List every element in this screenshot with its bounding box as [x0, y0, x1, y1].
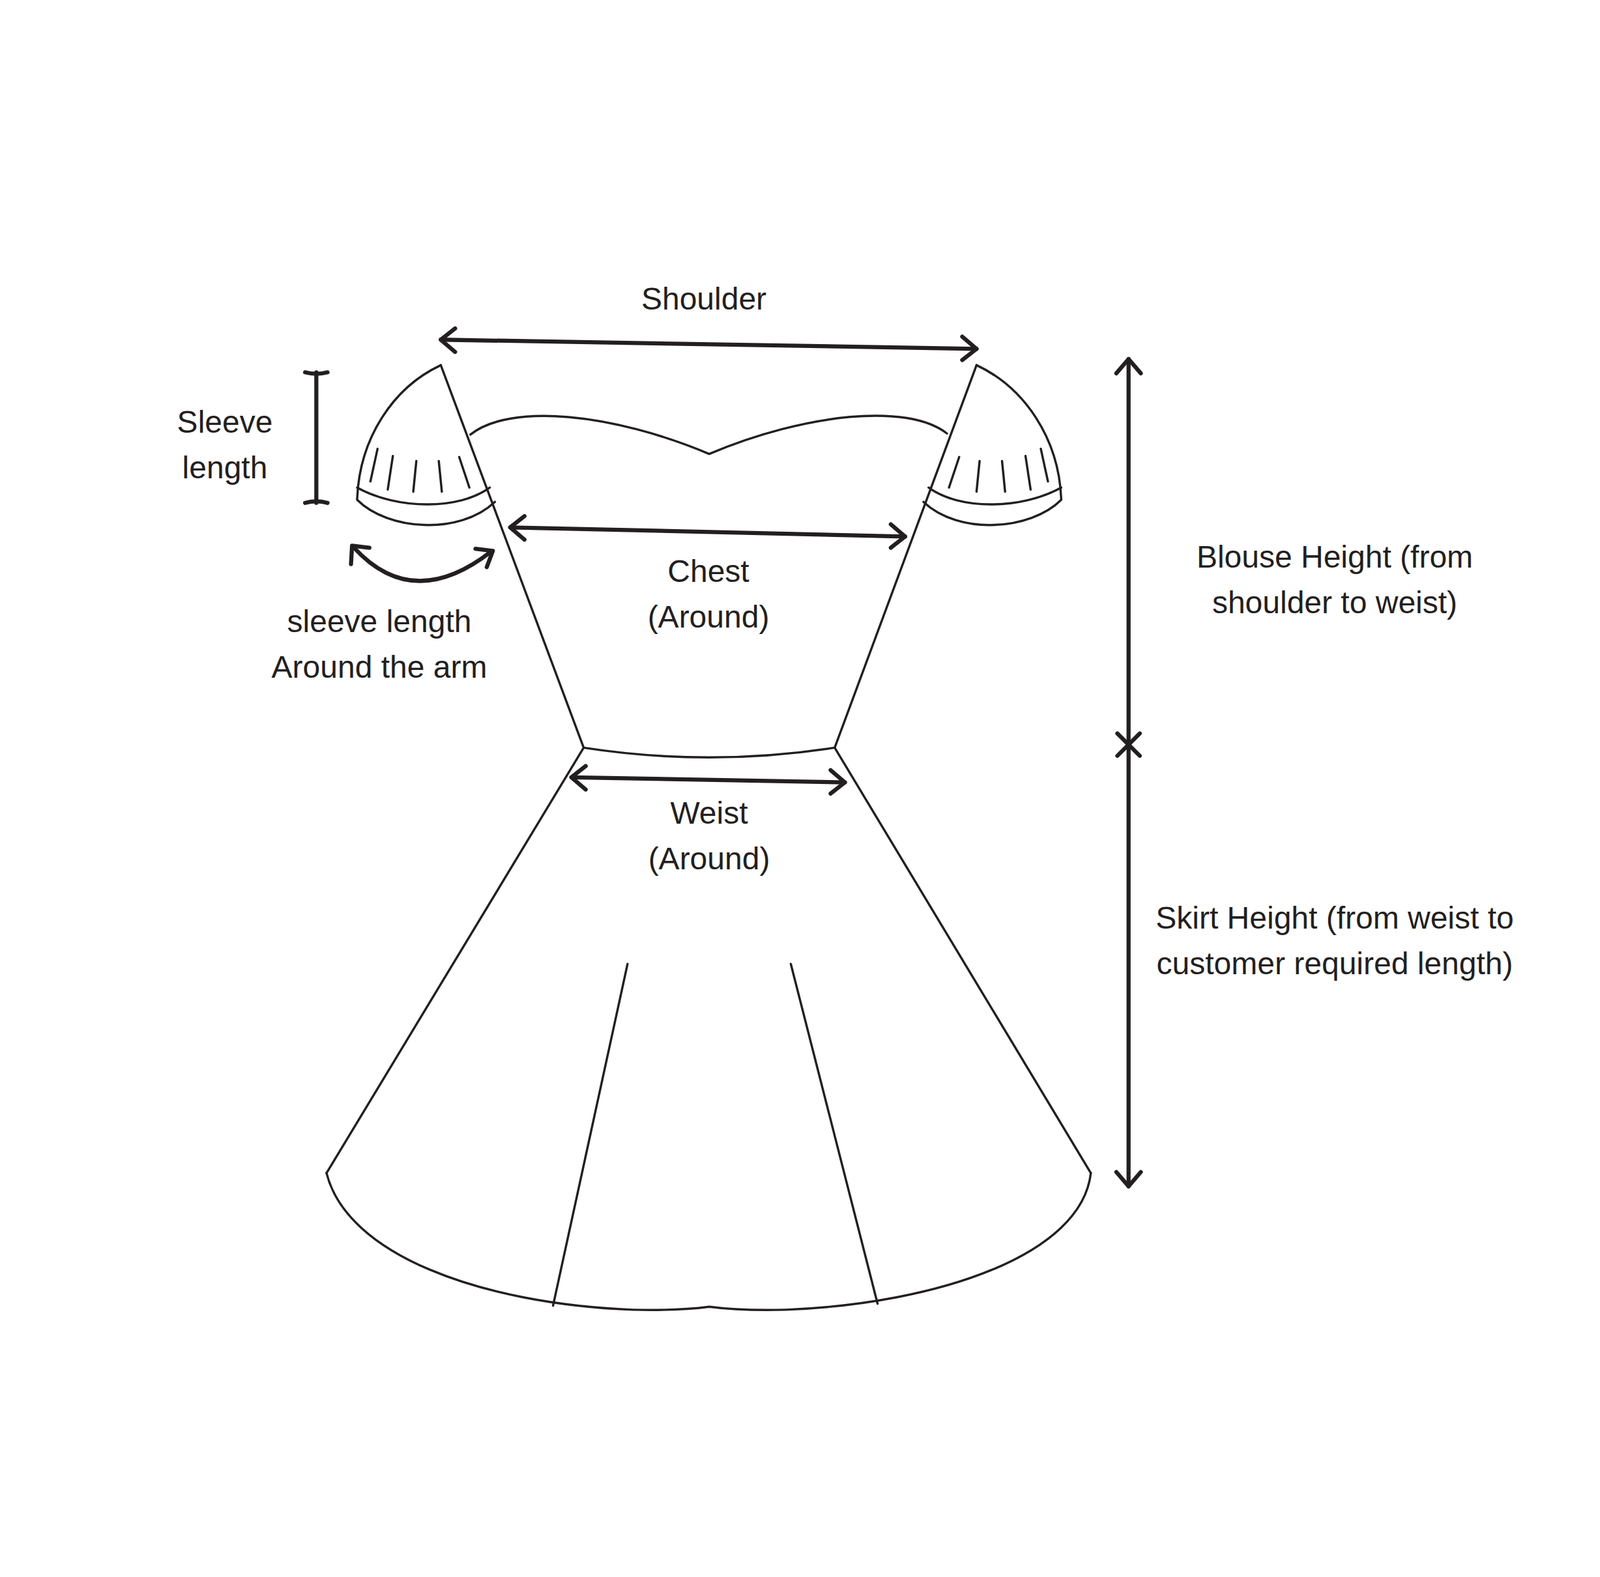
shoulder-label: Shoulder [573, 276, 835, 322]
blouse-height-label: Blouse Height (from shoulder to weist) [1139, 534, 1531, 626]
waist-label: Weist (Around) [624, 790, 794, 882]
dimension-arrows [305, 328, 1141, 1187]
skirt-height-label: Skirt Height (from weist to customer req… [1139, 895, 1531, 987]
sleeve-length-label: Sleeve length [153, 399, 297, 491]
chest-label: Chest (Around) [623, 548, 794, 640]
arm-around-label: sleeve length Around the arm [242, 598, 517, 691]
